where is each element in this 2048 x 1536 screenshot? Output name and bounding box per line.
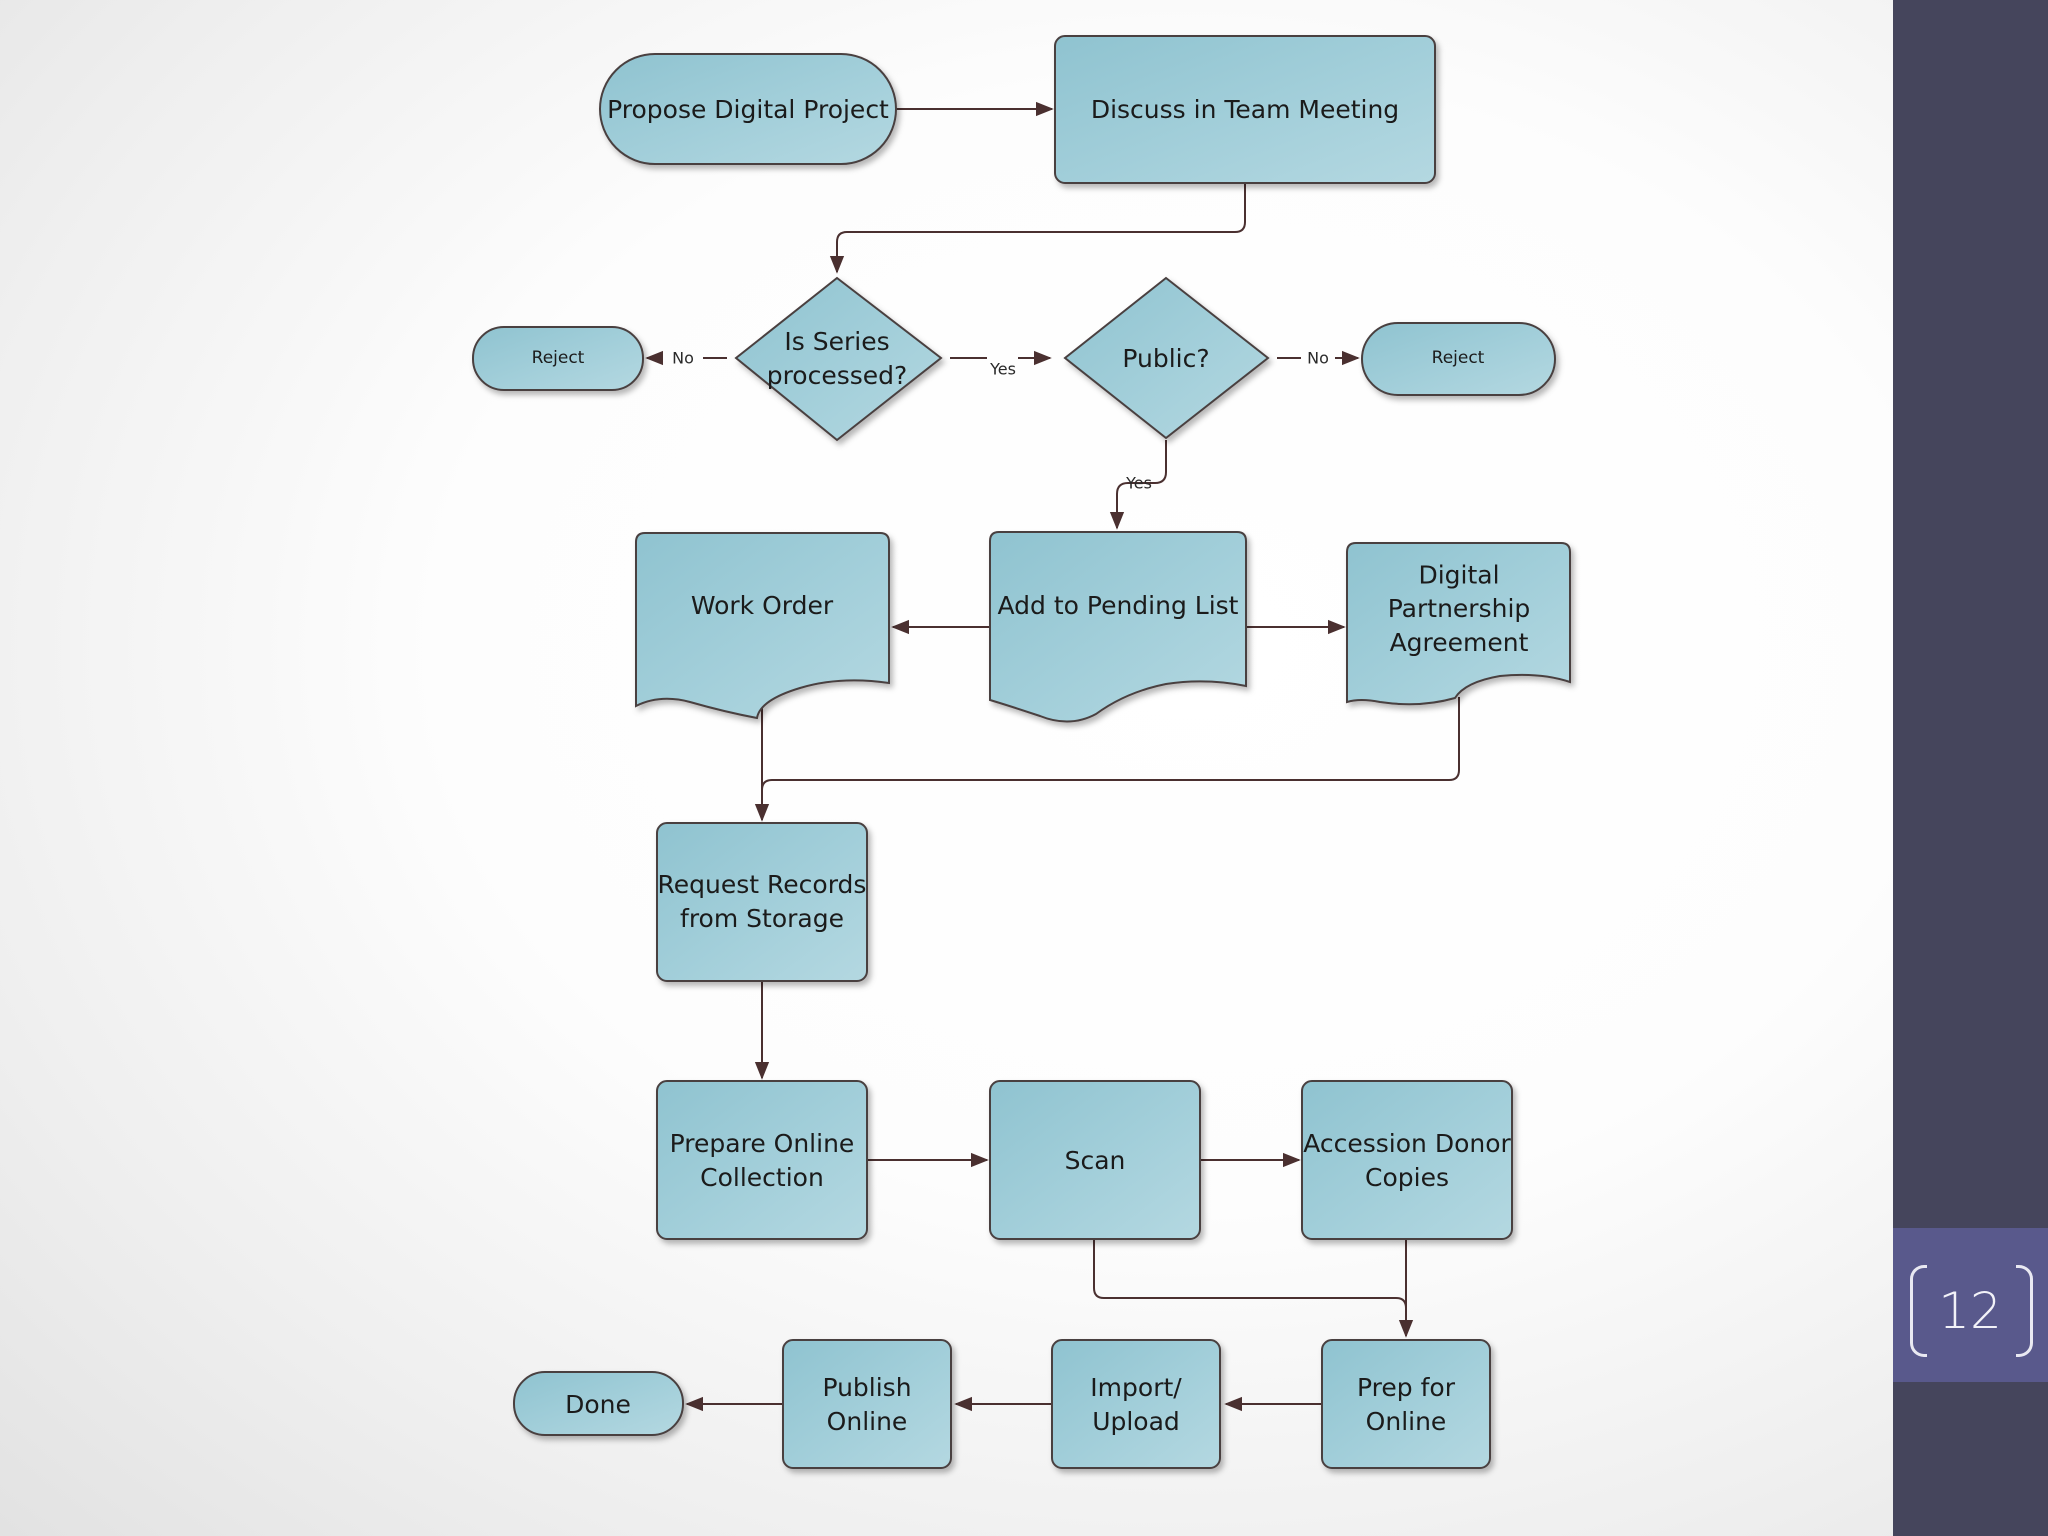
label-work-order: Work Order: [691, 591, 834, 620]
page-number: 12: [1938, 1282, 2002, 1340]
edge-discuss-series: [829, 183, 1246, 274]
edge-partnership-request: [761, 697, 1460, 791]
bracket-left-icon: [1910, 1265, 1927, 1357]
node-label-line: Propose Digital Project: [607, 95, 889, 124]
node-label-line: Upload: [1092, 1406, 1180, 1435]
node-label-line: Online: [827, 1406, 908, 1435]
node-discuss-in-team-meeting: [1054, 35, 1436, 184]
node-label-line: Is Series: [784, 327, 889, 356]
label-public: Public?: [1122, 344, 1209, 373]
node-accession-donor-copies: [1301, 1080, 1513, 1240]
node-label-line: Done: [565, 1390, 631, 1419]
label-request: Request Records from Storage: [658, 870, 867, 933]
bracket-right-icon: [2016, 1265, 2033, 1357]
edge-scan-prep: [1093, 1239, 1407, 1309]
node-propose-digital-project: [599, 53, 897, 165]
node-reject-left: [472, 326, 644, 391]
node-label-line: Add to Pending List: [998, 591, 1239, 620]
node-label-line: Copies: [1365, 1162, 1449, 1191]
node-scan: [989, 1080, 1201, 1240]
edge-public-pending-2: [1109, 482, 1129, 530]
node-label-line: Accession Donor: [1303, 1129, 1511, 1158]
node-prepare-online-collection: [656, 1080, 868, 1240]
node-public: [1063, 276, 1270, 440]
node-done: [513, 1371, 684, 1436]
node-label-line: Publish: [822, 1373, 911, 1402]
node-label-line: processed?: [767, 360, 908, 389]
edge-label-public-yes: Yes: [1125, 474, 1152, 493]
label-reject-left: Reject: [532, 348, 585, 368]
edge-public-pending: [1128, 440, 1167, 484]
edge-label-series-yes: Yes: [989, 360, 1016, 379]
node-label-line: from Storage: [680, 903, 844, 932]
node-label-line: Partnership: [1388, 594, 1531, 623]
label-done: Done: [565, 1390, 631, 1419]
node-label-line: Online: [1366, 1406, 1447, 1435]
node-label-line: Discuss in Team Meeting: [1091, 95, 1399, 124]
node-digital-partnership-agreement: [1346, 542, 1571, 706]
node-label-line: Agreement: [1390, 627, 1529, 656]
label-discuss: Discuss in Team Meeting: [1091, 95, 1399, 124]
label-propose: Propose Digital Project: [607, 95, 889, 124]
edge-label-public-no: No: [1307, 349, 1329, 368]
label-reject-right: Reject: [1432, 348, 1485, 368]
node-label-line: Import/: [1090, 1373, 1182, 1402]
node-reject-right: [1361, 322, 1556, 396]
node-label-line: Collection: [700, 1162, 824, 1191]
node-label-line: Public?: [1122, 344, 1209, 373]
node-label-line: Scan: [1065, 1146, 1126, 1175]
label-import: Import/Upload: [1090, 1373, 1182, 1436]
node-import-upload: [1051, 1339, 1221, 1469]
node-prep-for-online: [1321, 1339, 1491, 1469]
node-label-line: Prepare Online: [670, 1129, 855, 1158]
node-is-series-processed: [734, 276, 943, 442]
label-pending: Add to Pending List: [998, 591, 1239, 620]
node-publish-online: [782, 1339, 952, 1469]
edge-label-series-no: No: [672, 349, 694, 368]
node-add-to-pending-list: [989, 531, 1247, 723]
node-work-order: [635, 532, 890, 720]
node-request-records-from-storage: [656, 822, 868, 982]
node-label-line: Prep for: [1357, 1373, 1456, 1402]
node-label-line: Reject: [532, 348, 585, 368]
node-label-line: Work Order: [691, 591, 834, 620]
node-label-line: Request Records: [658, 870, 867, 899]
label-series: Is Series processed?: [767, 327, 908, 390]
node-label-line: Digital: [1418, 560, 1499, 589]
label-scan: Scan: [1065, 1146, 1126, 1175]
node-label-line: Reject: [1432, 348, 1485, 368]
